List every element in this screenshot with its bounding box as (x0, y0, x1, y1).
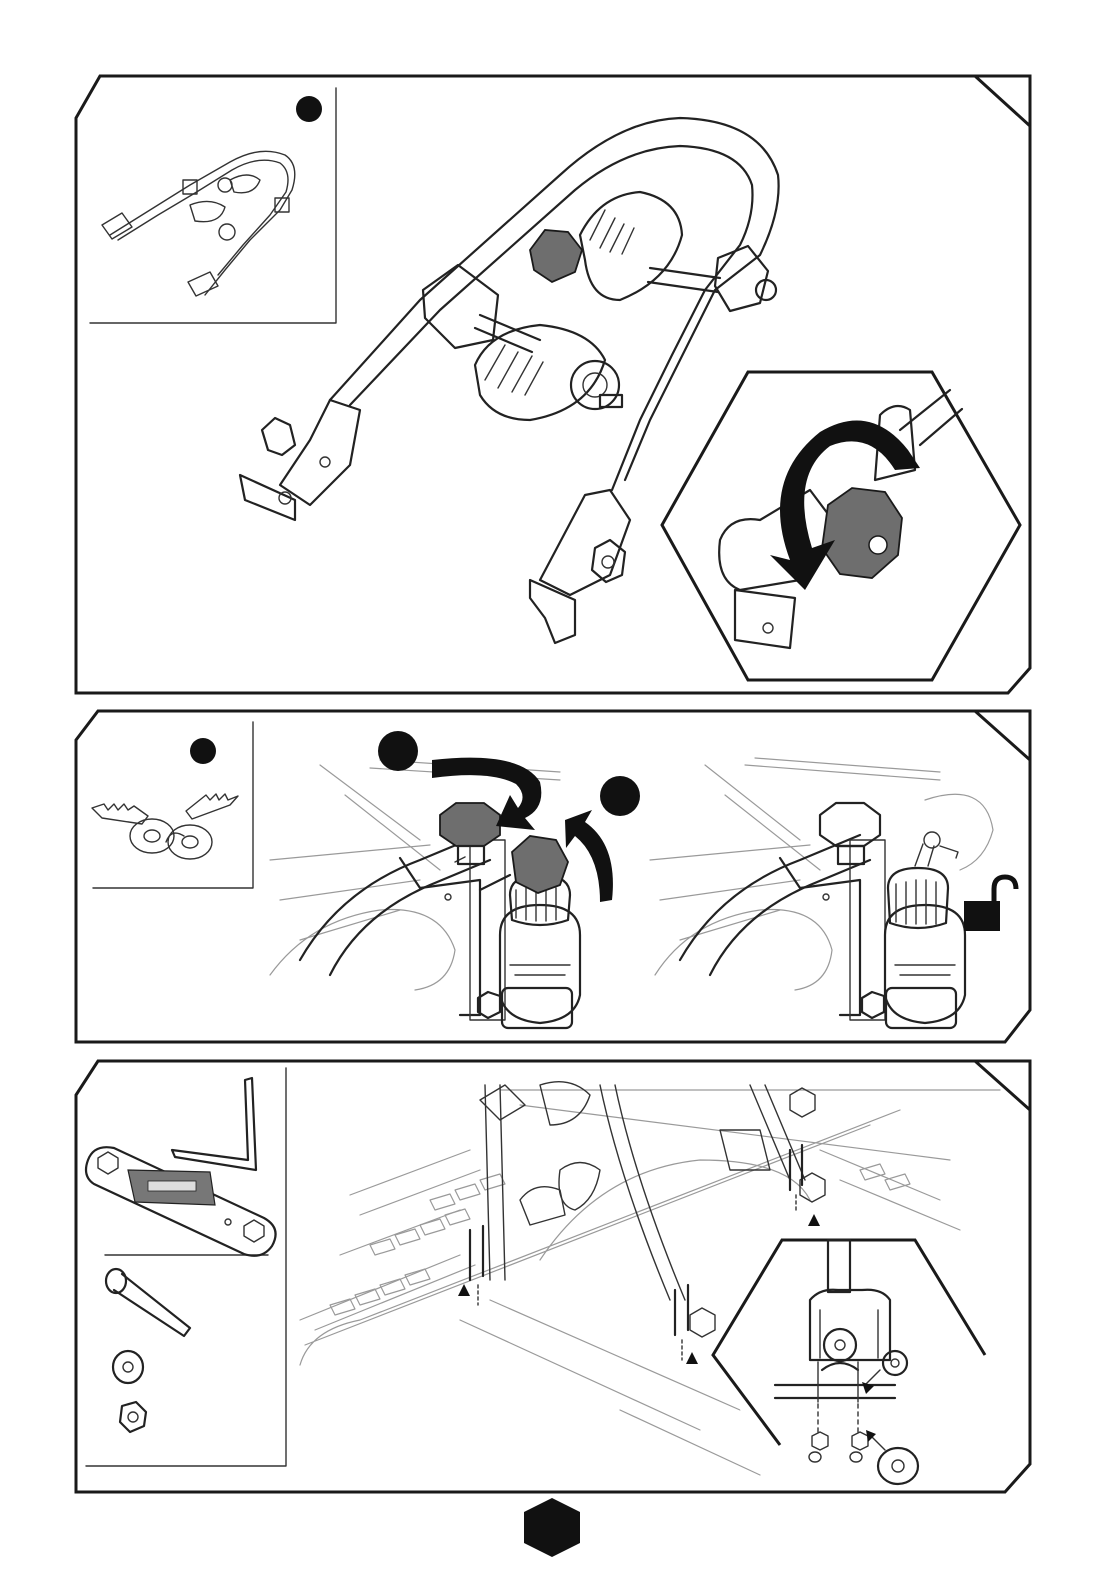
washer-icon (113, 1351, 143, 1383)
step-3-detail (713, 1240, 985, 1490)
page-number-badge (524, 1498, 580, 1557)
hex-wrench-icon (86, 1147, 276, 1256)
bolt-icon (106, 1269, 190, 1336)
step-3-inset (86, 1068, 286, 1466)
nut-icon (120, 1402, 146, 1432)
allen-key-icon (172, 1078, 256, 1170)
